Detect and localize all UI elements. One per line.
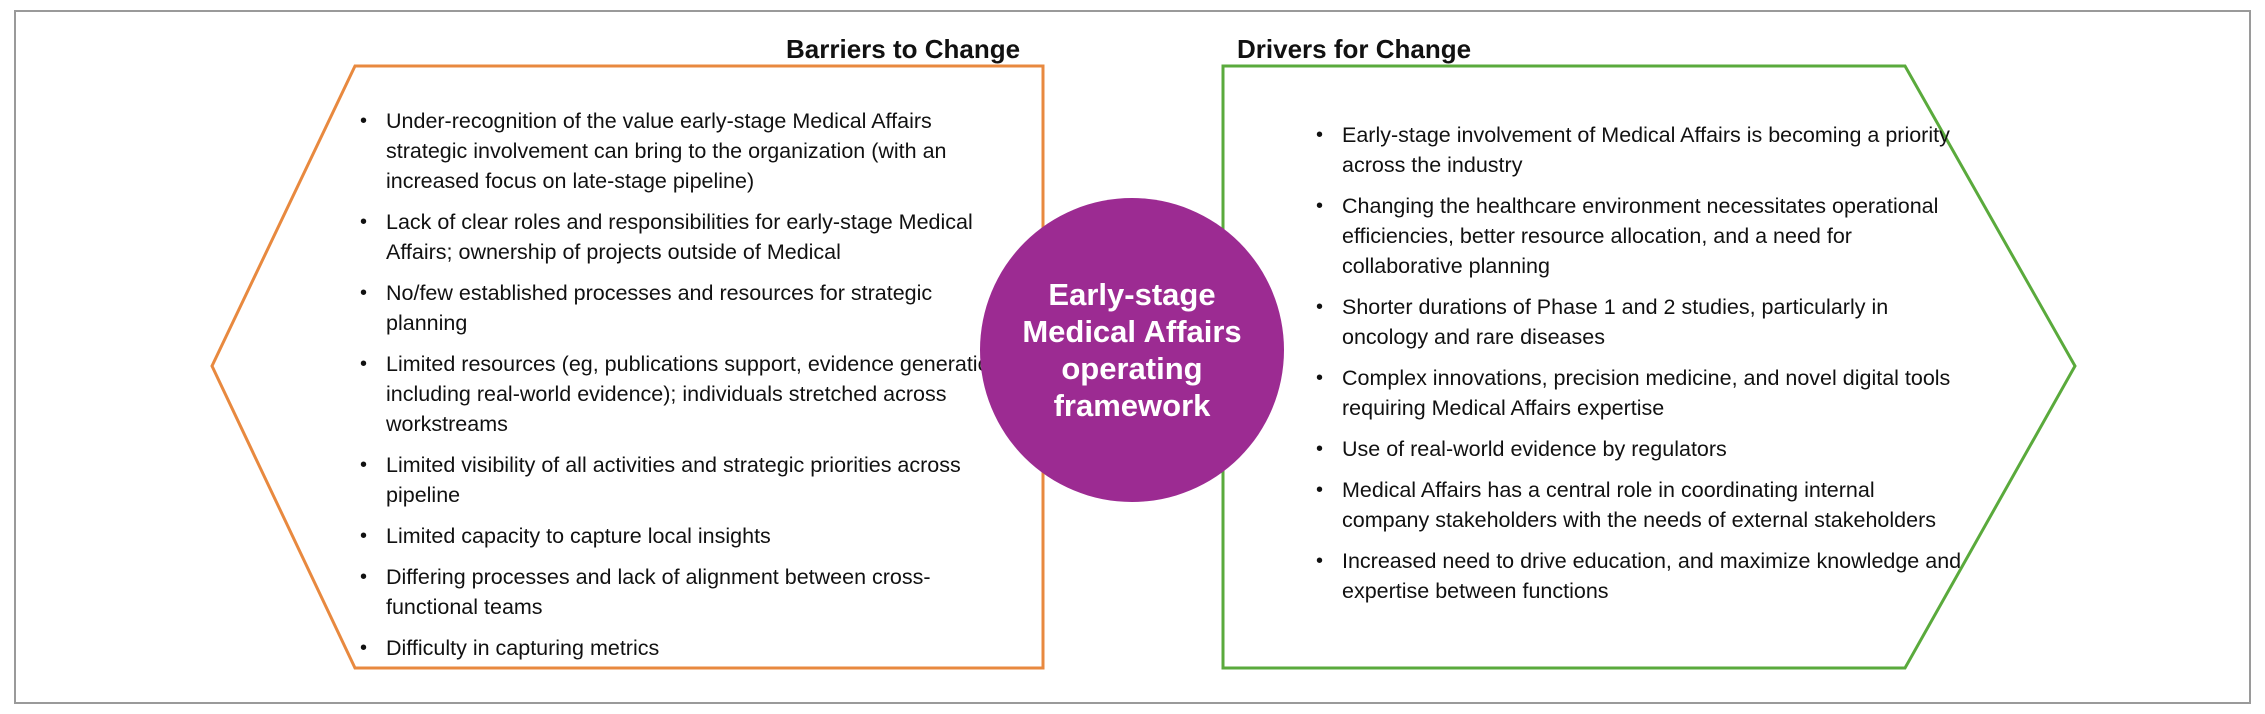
drivers-list: Early-stage involvement of Medical Affai… — [1314, 120, 1964, 617]
barriers-hexagon — [210, 64, 1045, 670]
barriers-heading: Barriers to Change — [786, 34, 1021, 64]
driver-item: Use of real-world evidence by regulators — [1314, 434, 1964, 464]
barrier-item: Limited resources (eg, publications supp… — [358, 349, 1008, 439]
barrier-item: Limited capacity to capture local insigh… — [358, 521, 1008, 551]
barrier-item: Differing processes and lack of alignmen… — [358, 562, 1008, 622]
driver-item: Early-stage involvement of Medical Affai… — [1314, 120, 1964, 180]
drivers-heading: Drivers for Change — [1237, 34, 1472, 64]
barrier-item: Limited visibility of all activities and… — [358, 450, 1008, 510]
drivers-hexagon — [1221, 64, 2077, 670]
driver-item: Changing the healthcare environment nece… — [1314, 191, 1964, 281]
barrier-item: No/few established processes and resourc… — [358, 278, 1008, 338]
barrier-item: Under-recognition of the value early-sta… — [358, 106, 1008, 196]
driver-item: Medical Affairs has a central role in co… — [1314, 475, 1964, 535]
center-circle: Early-stage Medical Affairs operating fr… — [980, 198, 1284, 502]
center-label: Early-stage Medical Affairs operating fr… — [1022, 277, 1242, 423]
barriers-list: Under-recognition of the value early-sta… — [358, 106, 1008, 674]
driver-item: Complex innovations, precision medicine,… — [1314, 363, 1964, 423]
driver-item: Shorter durations of Phase 1 and 2 studi… — [1314, 292, 1964, 352]
barrier-item: Difficulty in capturing metrics — [358, 633, 1008, 663]
driver-item: Increased need to drive education, and m… — [1314, 546, 1964, 606]
barrier-item: Lack of clear roles and responsibilities… — [358, 207, 1008, 267]
